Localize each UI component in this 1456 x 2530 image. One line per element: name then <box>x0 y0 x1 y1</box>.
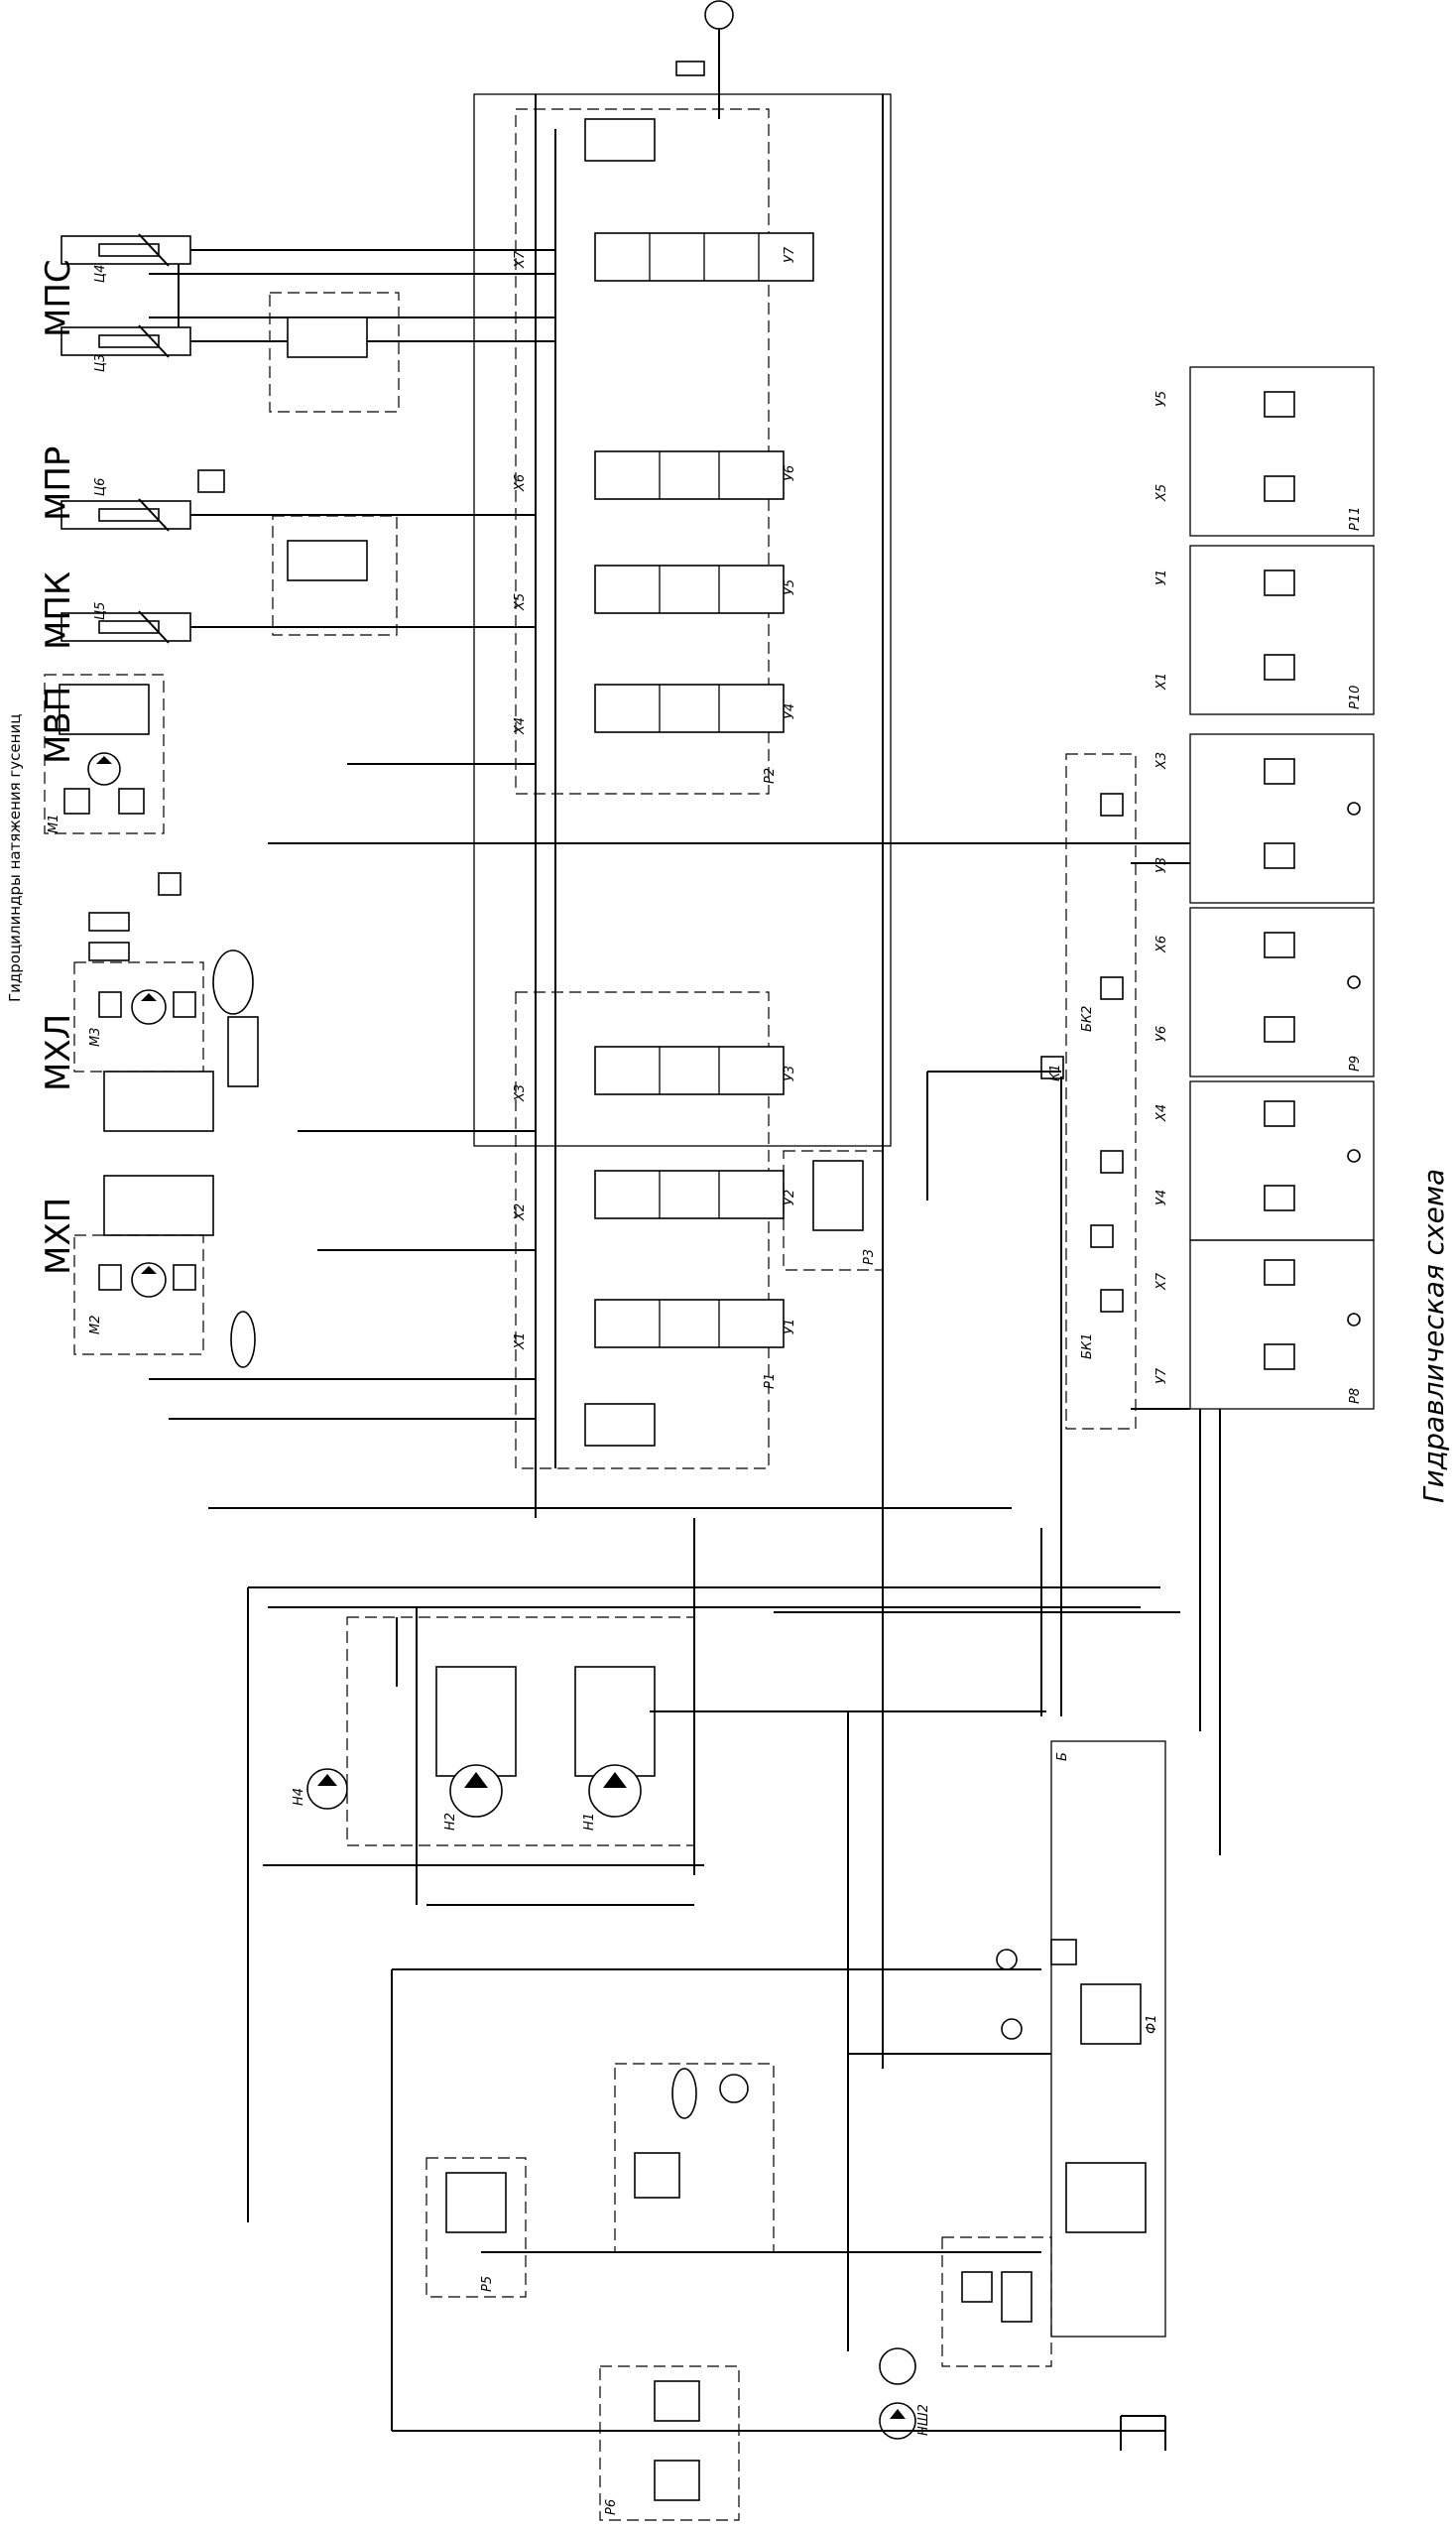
throttle-valve-a4 <box>197 469 225 493</box>
label-p9: Р9 <box>1348 1056 1363 1072</box>
label-p5: Р5 <box>480 2276 495 2292</box>
spool-y1: У1 <box>783 1319 797 1334</box>
pilot-label-y6: У6 <box>1154 1026 1169 1042</box>
pressure-sensor-dd2 <box>704 0 734 30</box>
label-bk2: БК2 <box>1080 1006 1095 1032</box>
label-n1: Н1 <box>582 1813 597 1831</box>
pilot-label-y7: У7 <box>1154 1367 1169 1384</box>
spool-x7: Х7 <box>513 250 528 269</box>
filter-f1 <box>1080 1983 1142 2045</box>
valve-p3 <box>783 1150 884 1271</box>
spool-y4: У4 <box>783 703 797 719</box>
label-mps: МПС <box>39 259 78 337</box>
spool-y7: У7 <box>783 246 797 263</box>
spool-x1: Х1 <box>513 1332 528 1350</box>
pilot-label-x7: Х7 <box>1154 1272 1169 1291</box>
label-p1: Р1 <box>763 1373 778 1389</box>
label-p10: Р10 <box>1348 686 1363 709</box>
pump-group <box>306 1616 695 1846</box>
spool-x4: Х4 <box>513 717 528 735</box>
boom-cylinder-c3 <box>61 324 555 358</box>
label-mpk: МПК <box>39 571 78 650</box>
pilot-label-x4: Х4 <box>1154 1104 1169 1122</box>
filter-group-f2 <box>941 2236 1052 2367</box>
label-mpr: МПР <box>39 446 78 521</box>
label-mhp: МХП <box>39 1198 78 1275</box>
label-mvp: МВП <box>39 687 78 764</box>
pump-nsh2 <box>879 2402 916 2440</box>
spool-x6: Х6 <box>513 474 528 492</box>
label-mhl: МХЛ <box>39 1014 78 1091</box>
electric-motor-ed <box>879 2347 916 2385</box>
pilot-label-y1: У1 <box>1154 569 1169 585</box>
label-n2: Н2 <box>443 1813 458 1831</box>
label-c4: Ц4 <box>93 265 108 283</box>
label-p11: Р11 <box>1348 507 1363 531</box>
pipe-lines <box>149 94 1221 2432</box>
main-frame-line <box>473 93 892 1147</box>
label-m2: М2 <box>88 1316 103 1335</box>
cylinder-c5 <box>61 610 536 644</box>
spool-x2: Х2 <box>513 1203 528 1221</box>
travel-motor-left-m3 <box>73 961 214 1132</box>
spool-x3: Х3 <box>513 1084 528 1102</box>
pilot-control-block <box>1189 366 1375 1410</box>
boom-cylinder-c4 <box>61 233 555 267</box>
pilot-label-x6: Х6 <box>1154 936 1169 953</box>
spool-y2: У2 <box>783 1190 797 1205</box>
label-p8: Р8 <box>1348 1388 1363 1404</box>
spool-y6: У6 <box>783 465 797 481</box>
label-n4: Н4 <box>292 1788 306 1806</box>
cylinder-c6 <box>61 498 536 532</box>
label-tank: Б <box>1055 1752 1070 1761</box>
travel-motor-right-m2 <box>73 1175 214 1355</box>
distributor-p2 <box>515 108 814 795</box>
pilot-label-x5: Х5 <box>1154 484 1169 502</box>
spool-x5: Х5 <box>513 593 528 611</box>
label-p6: Р6 <box>604 2499 619 2515</box>
label-bk1: БК1 <box>1080 1333 1095 1359</box>
pilot-label-x1: Х1 <box>1154 673 1169 691</box>
distributor-p1 <box>515 991 785 1469</box>
slewing-motor-m1 <box>44 674 165 834</box>
label-f1: Ф1 <box>1145 2015 1159 2034</box>
label-p3: Р3 <box>862 1249 877 1265</box>
pilot-label-y5: У5 <box>1154 391 1169 407</box>
pilot-label-x3: Х3 <box>1154 752 1169 770</box>
hydraulic-tank-b <box>1050 1740 1166 2338</box>
label-track-tension: Гидроцилиндры натяжения гусениц <box>6 714 24 1002</box>
check-block-column <box>1065 753 1137 1430</box>
pilot-label-y4: У4 <box>1154 1190 1169 1205</box>
diagram-title: Гидравлическая схема <box>1417 1169 1450 1503</box>
spool-y5: У5 <box>783 579 797 595</box>
label-c5: Ц5 <box>93 602 108 620</box>
label-c6: Ц6 <box>93 478 108 496</box>
label-p2: Р2 <box>763 768 778 784</box>
label-c3: Ц3 <box>93 354 108 372</box>
label-nsh2: НШ2 <box>916 2404 931 2436</box>
label-k1: К1 <box>1048 1064 1063 1081</box>
valve-p5 <box>425 2157 527 2298</box>
label-m3: М3 <box>88 1028 103 1048</box>
filter-group-f3 <box>614 2063 775 2253</box>
spool-y3: У3 <box>783 1066 797 1081</box>
valve-p6 <box>599 2365 740 2521</box>
pilot-label-y3: У3 <box>1154 857 1169 873</box>
label-m1: М1 <box>47 815 61 834</box>
swivel-joint <box>212 949 254 1015</box>
